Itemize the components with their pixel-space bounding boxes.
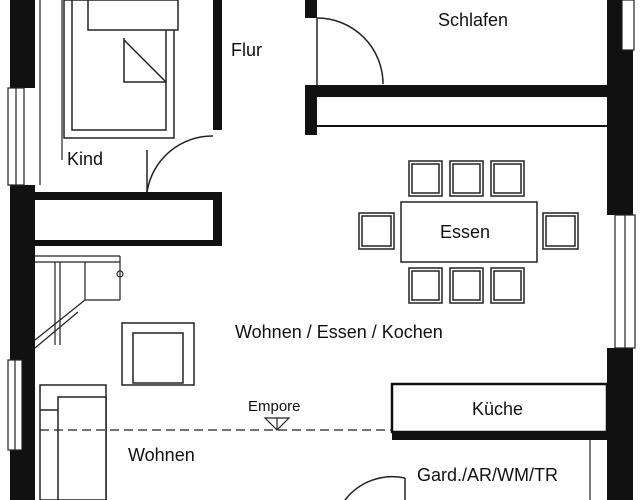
kitchen-counter bbox=[390, 382, 609, 434]
wall-kueche-bottom bbox=[392, 430, 607, 440]
wall-kind-bottom-right bbox=[145, 192, 222, 200]
room-label-essen: Essen bbox=[440, 222, 491, 242]
room-label-schlafen: Schlafen bbox=[438, 10, 509, 30]
armchair bbox=[121, 322, 195, 386]
room-label-empore: Empore bbox=[248, 398, 301, 415]
sofa bbox=[39, 384, 107, 500]
room-label-flur: Flur bbox=[231, 40, 262, 60]
wall-left-mid bbox=[10, 185, 35, 500]
door-garderobe bbox=[344, 475, 406, 500]
room-label-kueche: Küche bbox=[472, 399, 524, 419]
wall-schlafen-left-lower bbox=[305, 85, 317, 135]
wall-right-bottom bbox=[607, 348, 633, 500]
wall-kind-right bbox=[213, 0, 222, 130]
stairs bbox=[34, 255, 124, 349]
window-right-top bbox=[621, 0, 635, 51]
dining-set bbox=[358, 160, 579, 304]
wall-left-top bbox=[10, 0, 35, 88]
dining-table bbox=[400, 201, 538, 263]
schlafen-wall-detail bbox=[317, 95, 607, 127]
room-label-wohnen-essen-kochen: Wohnen / Essen / Kochen bbox=[235, 322, 443, 342]
room-label-kind: Kind bbox=[67, 149, 104, 169]
wall-schlafen-left bbox=[305, 0, 317, 18]
doors bbox=[146, 17, 406, 500]
wall-kind-right-lower bbox=[213, 192, 222, 246]
wall-kind-bottom bbox=[35, 192, 145, 200]
room-label-garderobe: Gard./AR/WM/TR bbox=[417, 465, 559, 485]
walls bbox=[10, 0, 633, 500]
windows bbox=[7, 0, 636, 451]
empore-line bbox=[40, 417, 392, 431]
room-label-wohnen: Wohnen bbox=[128, 445, 195, 465]
kind-cabinet bbox=[39, 0, 63, 185]
bed-kind bbox=[63, 0, 179, 139]
wall-corridor-bottom bbox=[35, 240, 222, 246]
wall-schlafen-bottom-inner bbox=[317, 96, 609, 126]
